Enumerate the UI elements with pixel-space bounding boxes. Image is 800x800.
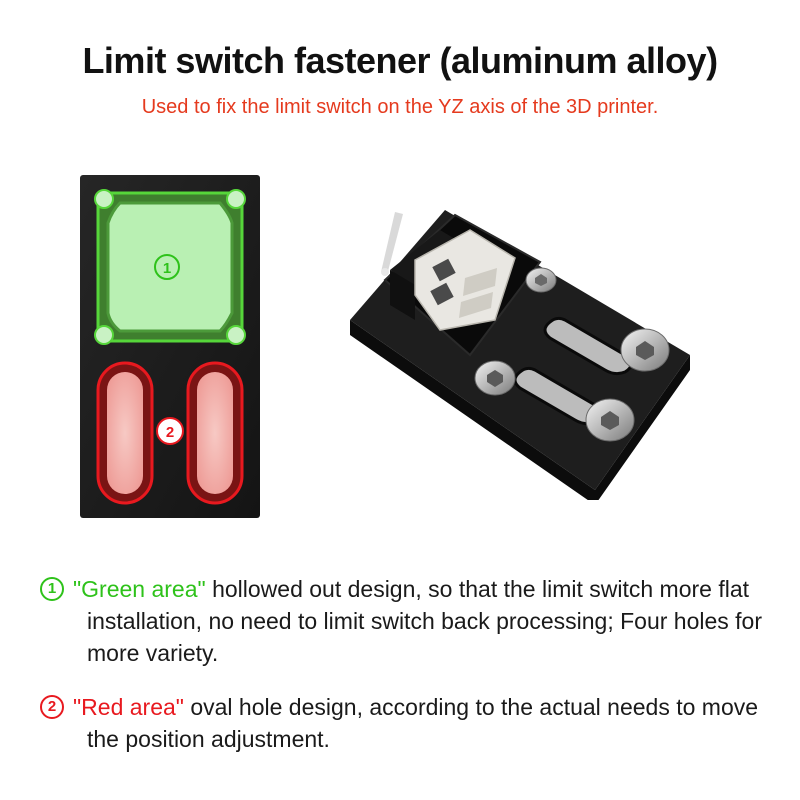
switch-roller [381,268,389,276]
switch-body-front [390,270,415,320]
green-marker-label: 1 [163,260,171,277]
green-marker-circle [154,254,180,280]
mount-hole [94,325,114,345]
note-marker-red: 2 [40,695,64,719]
mount-hole [226,325,246,345]
screw [620,328,670,372]
note-highlight-red: "Red area" [73,694,184,720]
connector-cavity [432,258,456,282]
connector-cavity [430,282,454,306]
note-text-red: oval hole design, according to the actua… [87,694,759,752]
page-subtitle: Used to fix the limit switch on the YZ a… [141,96,659,118]
connector-slot [463,268,497,296]
assembled-product-view [345,200,705,505]
note-green-area: 1 "Green area" hollowed out design, so t… [40,573,770,669]
note-text-green: hollowed out design, so that the limit s… [87,576,762,666]
screw [525,267,557,293]
screw [474,360,516,396]
note-marker-green: 1 [40,577,64,601]
screw [585,398,635,442]
mount-hole [226,189,246,209]
assembled-product-drawing [350,210,690,505]
mount-hole [94,189,114,209]
green-area-pocket [106,201,234,333]
plate-top-view-drawing: 1 2 [80,175,260,518]
notes-list: 1 "Green area" hollowed out design, so t… [40,573,770,777]
red-marker-circle [156,417,184,445]
switch-lever [381,212,403,275]
note-highlight-green: "Green area" [73,576,206,602]
red-marker-label: 2 [166,424,174,441]
page-title: Limit switch fastener (aluminum alloy) [82,40,718,81]
connector-slot [459,292,493,318]
plate-top-view: 1 2 [80,175,260,518]
note-red-area: 2 "Red area" oval hole design, according… [40,691,770,755]
red-slot-right [197,372,233,494]
red-slot-left [107,372,143,494]
